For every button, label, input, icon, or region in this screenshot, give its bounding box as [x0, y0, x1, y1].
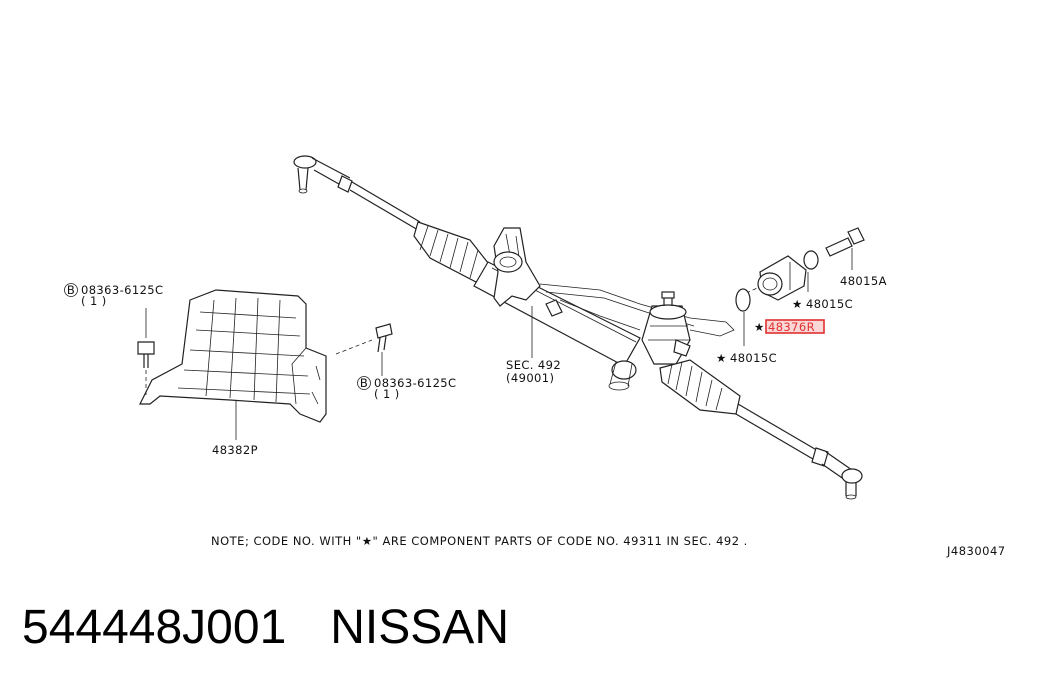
star-icon: ★ — [754, 320, 765, 334]
highlight-box[interactable] — [765, 319, 825, 334]
mount-bolt-48015A — [825, 227, 865, 257]
label-bolt-left-qty: ( 1 ) — [81, 294, 107, 308]
steering-rack-assembly — [293, 155, 863, 500]
right-tie-rod — [735, 403, 821, 463]
footer-caption: 544448J001 NISSAN — [22, 600, 553, 656]
label-bolt-right: 08363-6125C — [374, 376, 456, 390]
right-boot — [659, 359, 741, 415]
circle-b-left: B — [67, 283, 75, 297]
star-icon: ★ — [716, 351, 727, 365]
label-bolt-right-qty: ( 1 ) — [374, 387, 400, 401]
part-number: 544448J001 — [22, 601, 287, 654]
star-icon: ★ — [792, 297, 803, 311]
label-washer-lower: 48015C — [730, 351, 777, 365]
circle-b-icon — [357, 376, 371, 390]
cover-bolt-left — [137, 341, 155, 368]
circle-b-icon — [64, 283, 78, 297]
mount-exploded-parts — [735, 227, 865, 346]
label-bolt-mount: 48015A — [840, 274, 887, 288]
right-tie-rod-end — [811, 447, 863, 500]
circle-b-right: B — [360, 376, 368, 390]
rack-housing — [473, 227, 735, 391]
diagram-note: NOTE; CODE NO. WITH "★" ARE COMPONENT PA… — [211, 534, 748, 548]
label-sec-ref-sub: (49001) — [506, 371, 554, 385]
figure-id: J4830047 — [946, 544, 1006, 558]
label-washer-upper: 48015C — [806, 297, 853, 311]
left-tie-rod-end — [293, 155, 353, 194]
left-boot — [413, 221, 493, 283]
cover-bolt-right — [375, 323, 393, 353]
undercover-48382P — [137, 289, 393, 440]
label-sec-ref: SEC. 492 — [506, 358, 561, 372]
washer-lower-shape — [735, 288, 751, 312]
label-cover: 48382P — [212, 443, 258, 457]
brand-name: NISSAN — [330, 601, 509, 654]
left-tie-rod — [349, 181, 421, 231]
washer-upper-shape — [803, 250, 819, 270]
label-bolt-left: 08363-6125C — [81, 283, 163, 297]
bushing-48376R — [757, 255, 807, 301]
label-highlighted-part[interactable]: 48376R — [768, 320, 815, 334]
